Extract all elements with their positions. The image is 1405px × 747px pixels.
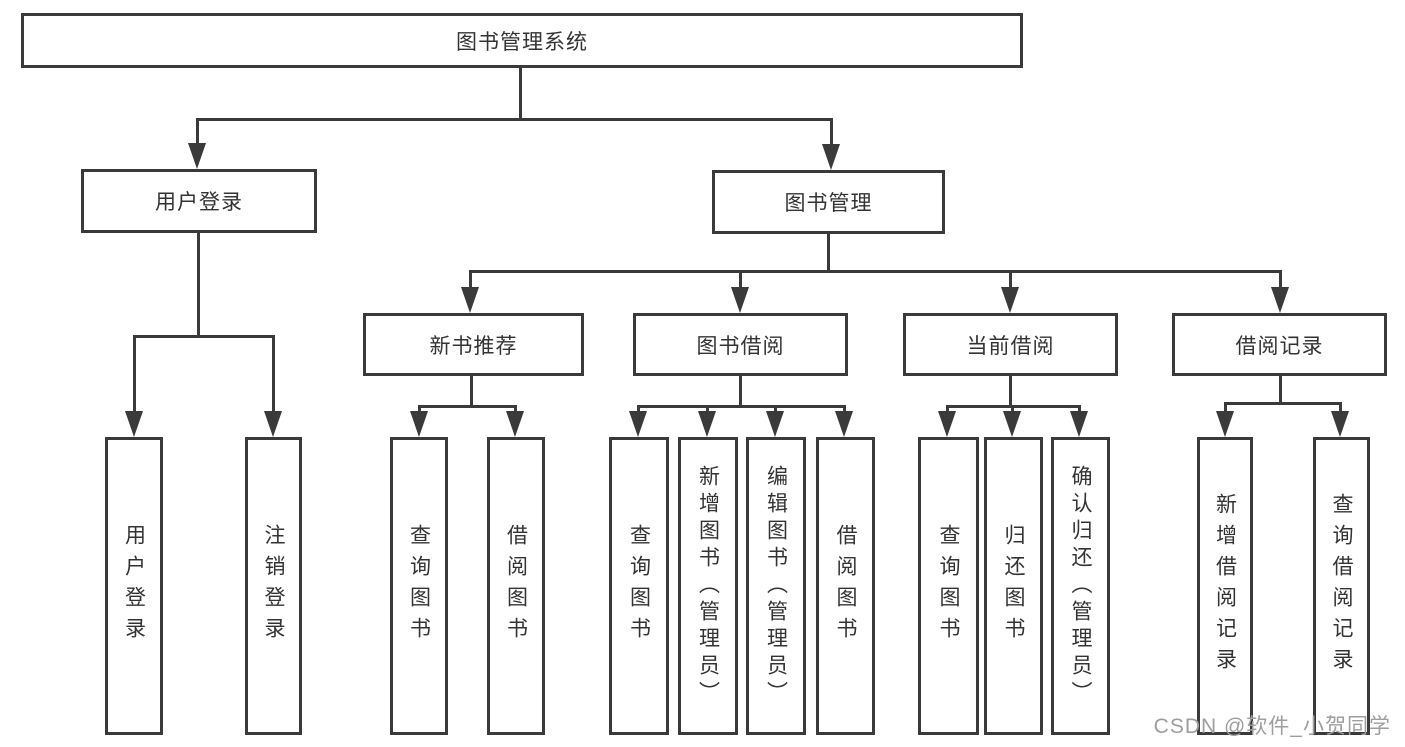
leaf-user-login: 用户登录 bbox=[105, 437, 163, 735]
leaf-query-books-recommend: 查询图书 bbox=[390, 437, 448, 735]
connector-hline bbox=[469, 270, 1281, 273]
connector-vline bbox=[1279, 376, 1282, 404]
leaf-query-borrow-record: 查询借阅记录 bbox=[1313, 437, 1370, 735]
leaf-query-books-recommend-label: 查询图书 bbox=[407, 524, 431, 648]
leaf-confirm-return-admin-label: 确认归还（管理员） bbox=[1069, 464, 1092, 708]
arrowhead-down-icon bbox=[731, 287, 749, 313]
connector-vline bbox=[827, 234, 830, 272]
arrowhead-down-icon bbox=[506, 411, 524, 437]
connector-hline bbox=[418, 405, 517, 408]
leaf-return-book-label: 归还图书 bbox=[1002, 524, 1025, 648]
arrowhead-down-icon bbox=[1070, 411, 1088, 437]
arrowhead-down-icon bbox=[938, 411, 956, 437]
leaf-borrow-books-recommend: 借阅图书 bbox=[487, 437, 545, 735]
leaf-query-books-borrowing-label: 查询图书 bbox=[627, 524, 651, 648]
node-book-management-label: 图书管理 bbox=[784, 192, 873, 215]
leaf-user-login-label: 用户登录 bbox=[122, 524, 146, 648]
arrowhead-down-icon bbox=[629, 411, 647, 437]
connector-vline bbox=[469, 270, 472, 292]
leaf-query-books-current: 查询图书 bbox=[918, 437, 979, 735]
leaf-add-book-admin-label: 新增图书（管理员） bbox=[696, 464, 720, 708]
node-library-system: 图书管理系统 bbox=[21, 13, 1023, 68]
node-current-borrowing-label: 当前借阅 bbox=[966, 334, 1055, 358]
connector-vline bbox=[1009, 376, 1012, 407]
leaf-edit-book-admin-label: 编辑图书（管理员） bbox=[764, 464, 788, 708]
leaf-return-book: 归还图书 bbox=[984, 437, 1043, 735]
arrowhead-down-icon bbox=[698, 411, 716, 437]
connector-vline bbox=[196, 118, 199, 148]
connector-vline bbox=[1224, 402, 1227, 416]
connector-vline bbox=[1279, 270, 1282, 292]
node-current-borrowing: 当前借阅 bbox=[903, 313, 1118, 376]
leaf-logout: 注销登录 bbox=[245, 437, 302, 735]
arrowhead-down-icon bbox=[1216, 411, 1234, 437]
arrowhead-down-icon bbox=[1003, 411, 1021, 437]
leaf-query-books-current-label: 查询图书 bbox=[937, 524, 960, 648]
leaf-query-borrow-record-label: 查询借阅记录 bbox=[1330, 493, 1353, 679]
connector-hline bbox=[196, 118, 833, 121]
connector-vline bbox=[133, 335, 136, 415]
arrowhead-down-icon bbox=[125, 411, 143, 437]
connector-hline bbox=[1224, 402, 1342, 405]
leaf-add-borrow-record: 新增借阅记录 bbox=[1197, 437, 1253, 735]
connector-vline bbox=[272, 335, 275, 415]
arrowhead-down-icon bbox=[1271, 287, 1289, 313]
connector-hline bbox=[637, 405, 846, 408]
leaf-borrow-books-label: 借阅图书 bbox=[834, 524, 857, 648]
arrowhead-down-icon bbox=[835, 411, 853, 437]
csdn-watermark: CSDN @软件_小贺同学 bbox=[1153, 715, 1391, 738]
connector-vline bbox=[739, 376, 742, 407]
node-book-borrowing: 图书借阅 bbox=[633, 313, 848, 376]
arrowhead-down-icon bbox=[461, 287, 479, 313]
arrowhead-down-icon bbox=[188, 143, 206, 169]
node-user-login: 用户登录 bbox=[81, 169, 317, 233]
node-new-book-recommend-label: 新书推荐 bbox=[429, 334, 518, 358]
connector-vline bbox=[197, 233, 200, 338]
leaf-borrow-books-recommend-label: 借阅图书 bbox=[504, 524, 528, 648]
connector-vline bbox=[1339, 402, 1342, 416]
leaf-add-book-admin: 新增图书（管理员） bbox=[678, 437, 738, 735]
node-book-management: 图书管理 bbox=[712, 170, 945, 234]
leaf-confirm-return-admin: 确认归还（管理员） bbox=[1051, 437, 1110, 735]
connector-vline bbox=[470, 376, 473, 407]
arrowhead-down-icon bbox=[410, 411, 428, 437]
arrowhead-down-icon bbox=[1331, 411, 1349, 437]
leaf-query-books-borrowing: 查询图书 bbox=[609, 437, 669, 735]
node-borrow-records: 借阅记录 bbox=[1172, 313, 1387, 376]
leaf-add-borrow-record-label: 新增借阅记录 bbox=[1213, 493, 1237, 679]
connector-hline bbox=[133, 335, 274, 338]
arrowhead-down-icon bbox=[766, 411, 784, 437]
node-library-system-label: 图书管理系统 bbox=[456, 30, 588, 54]
leaf-logout-label: 注销登录 bbox=[262, 524, 285, 648]
node-book-borrowing-label: 图书借阅 bbox=[696, 334, 785, 358]
leaf-borrow-books: 借阅图书 bbox=[816, 437, 875, 735]
arrowhead-down-icon bbox=[822, 144, 840, 170]
connector-vline bbox=[519, 68, 522, 120]
connector-vline bbox=[1009, 270, 1012, 292]
node-borrow-records-label: 借阅记录 bbox=[1235, 334, 1324, 358]
leaf-edit-book-admin: 编辑图书（管理员） bbox=[746, 437, 806, 735]
node-new-book-recommend: 新书推荐 bbox=[363, 313, 584, 376]
arrowhead-down-icon bbox=[1001, 287, 1019, 313]
arrowhead-down-icon bbox=[264, 411, 282, 437]
node-user-login-label: 用户登录 bbox=[155, 191, 243, 214]
connector-vline bbox=[739, 270, 742, 292]
connector-vline bbox=[830, 118, 833, 148]
